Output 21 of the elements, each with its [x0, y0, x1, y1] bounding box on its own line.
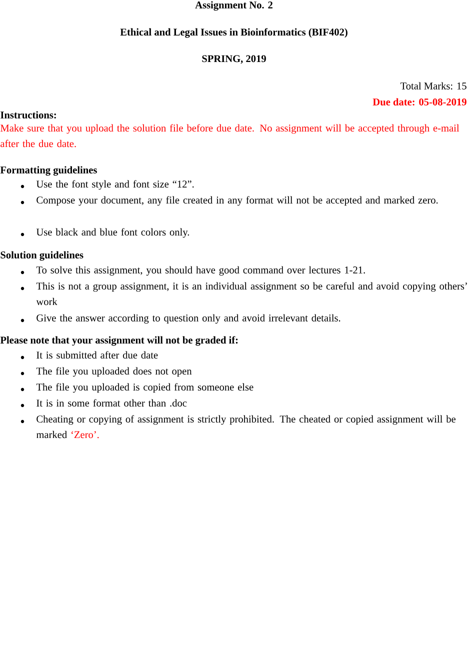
- list-item: It is in some format other than .doc: [20, 399, 187, 408]
- list-item: Cheating or copying of assignment is strictly prohibited. The cheated or copied assignment will be marked ‘Zero’.: [20, 415, 456, 438]
- list-item: The file you uploaded is copied from someone else: [20, 383, 254, 393]
- list-item: This is not a group assignment, it is an individual assignment so be careful and avoid copying others’ work: [20, 282, 467, 306]
- section-heading: Solution guidelines: [0, 251, 84, 261]
- section-heading: Please note that your assignment will not be graded if:: [0, 336, 238, 346]
- due-date: Due date: 05-08-2019: [372, 98, 466, 106]
- list-item: Compose your document, any file created in any format will not be accepted and marked zero.: [20, 196, 438, 206]
- paragraph: Make sure that you upload the solution file before due date. No assignment will be accepted through e-mail after the due date.: [0, 124, 460, 148]
- section-heading: Instructions:: [0, 111, 56, 118]
- list-item: Give the answer according to question only and avoid irrelevant details.: [20, 314, 340, 324]
- list-item: The file you uploaded does not open: [20, 367, 192, 377]
- list-item: Use the font style and font size “12”.: [20, 180, 194, 190]
- section-heading: Formatting guidelines: [0, 166, 97, 176]
- title: Assignment No. 2: [195, 1, 272, 11]
- heading: Ethical and Legal Issues in Bioinformatics (BIF402): [120, 28, 348, 38]
- list-item: Use black and blue font colors only.: [20, 228, 190, 238]
- list-item: To solve this assignment, you should have good command over lectures 1-21.: [20, 266, 365, 276]
- list-item: It is submitted after due date: [20, 351, 158, 360]
- heading: SPRING, 2019: [202, 55, 266, 64]
- total-marks: Total Marks: 15: [400, 82, 466, 90]
